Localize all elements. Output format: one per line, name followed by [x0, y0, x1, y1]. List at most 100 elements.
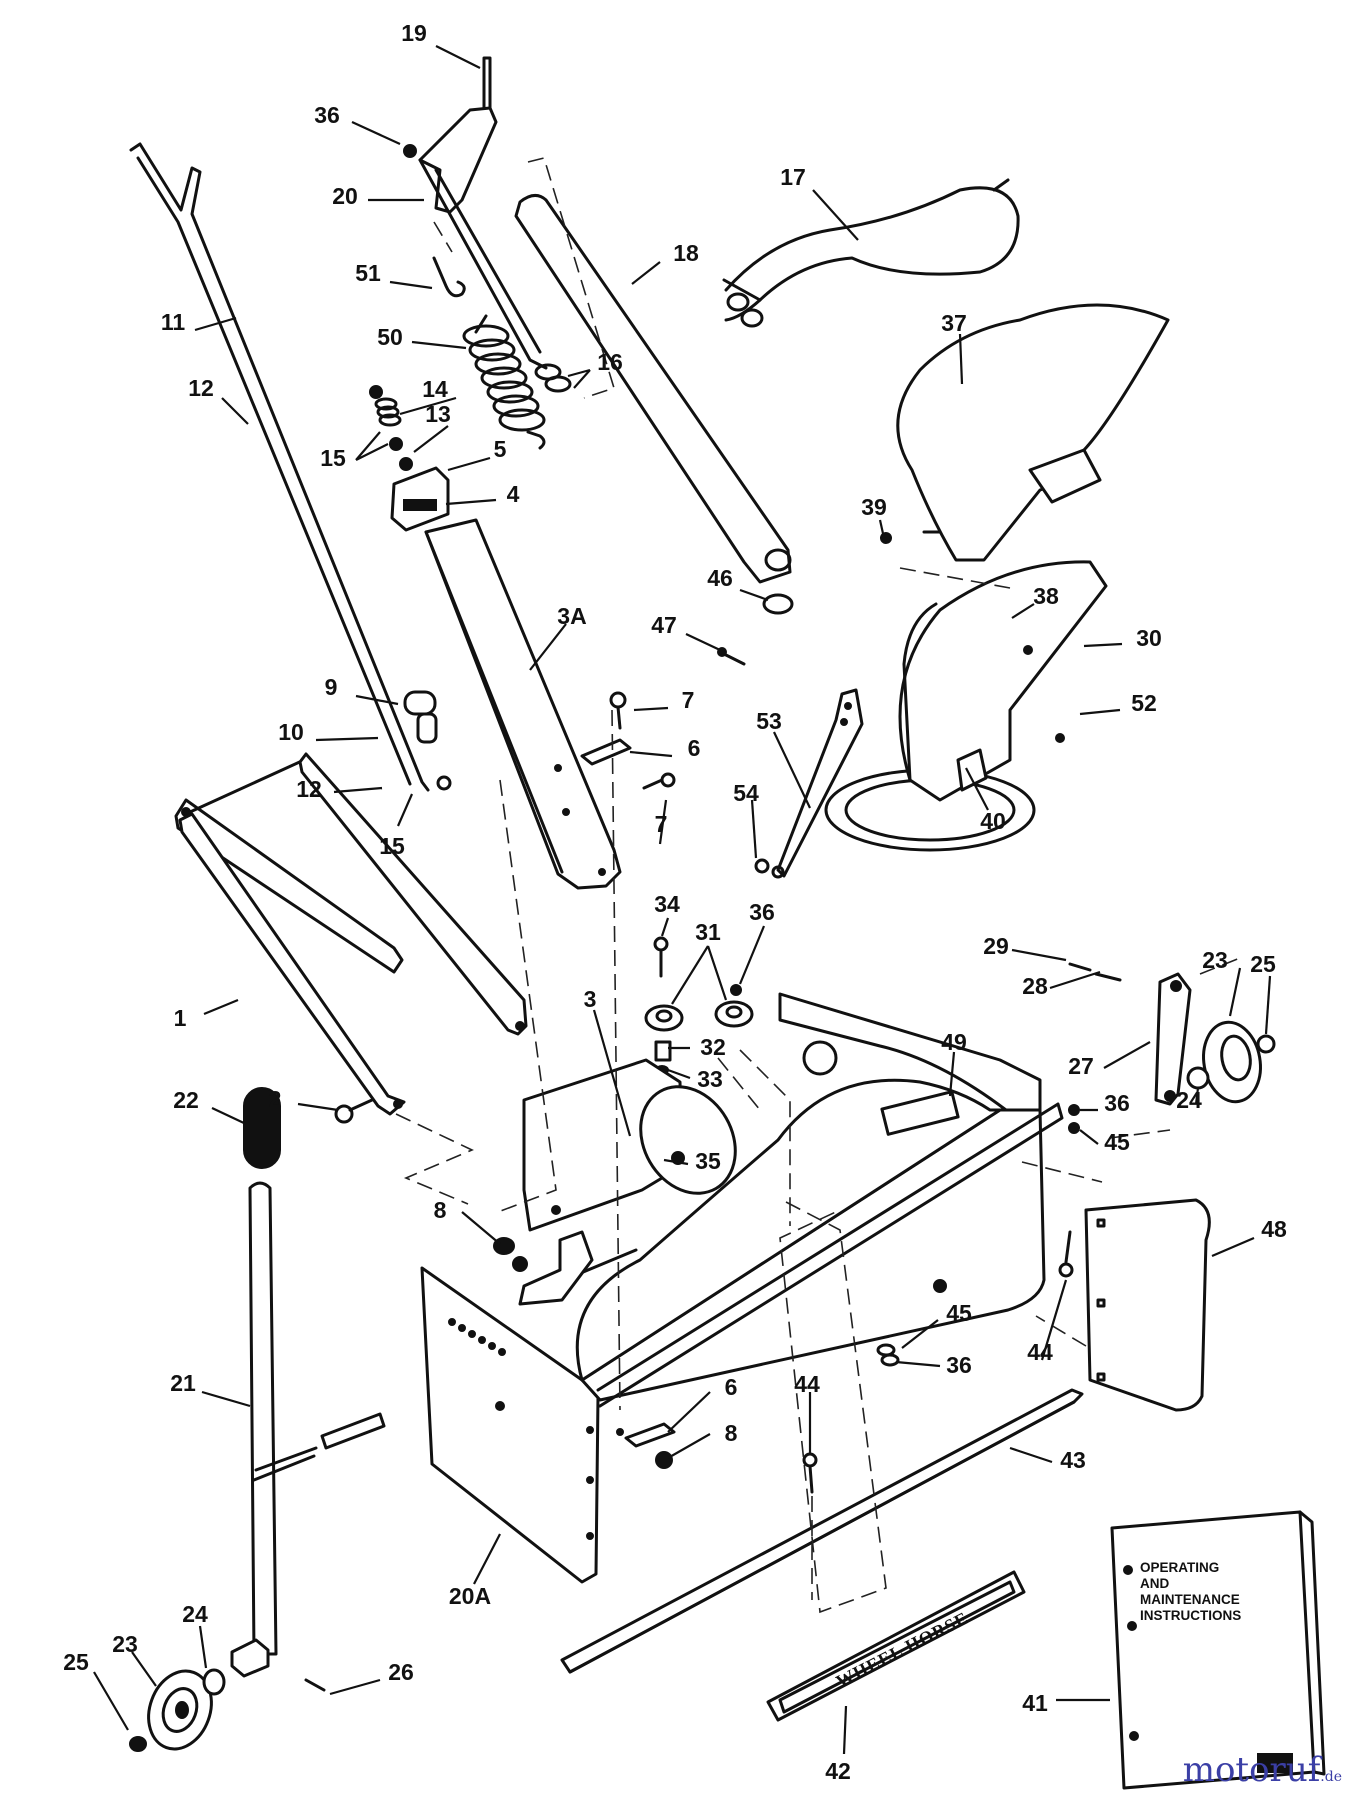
callout-22: 22	[173, 1087, 199, 1113]
callout-45: 45	[946, 1300, 972, 1326]
callout-50: 50	[377, 324, 403, 350]
callout-37: 37	[941, 310, 967, 336]
callout-53: 53	[756, 708, 782, 734]
callout-36: 36	[946, 1352, 972, 1378]
manual-line-2: AND	[1140, 1576, 1169, 1591]
callout-8: 8	[725, 1420, 738, 1446]
callout-31: 31	[695, 919, 721, 945]
decal-text: WHEEL HORSE	[833, 1608, 972, 1692]
callout-10: 10	[278, 719, 304, 745]
lever-bolt	[334, 1098, 374, 1124]
callout-19: 19	[401, 20, 427, 46]
handle-grip	[243, 1087, 281, 1169]
callout-12: 12	[188, 375, 214, 401]
callout-17: 17	[780, 164, 806, 190]
callout-36: 36	[1104, 1090, 1130, 1116]
callout-39: 39	[861, 494, 887, 520]
callout-29: 29	[983, 933, 1009, 959]
callout-27: 27	[1068, 1053, 1094, 1079]
scraper-blade	[560, 1388, 1084, 1674]
callout-13: 13	[425, 401, 451, 427]
callout-16: 16	[597, 349, 623, 375]
callout-15: 15	[320, 445, 346, 471]
callout-20a: 20A	[449, 1583, 491, 1609]
callout-52: 52	[1131, 690, 1157, 716]
callout-40: 40	[980, 808, 1006, 834]
callout-32: 32	[700, 1034, 726, 1060]
handle-rod	[129, 142, 452, 792]
manual-line-1: OPERATING	[1140, 1560, 1219, 1575]
callout-12: 12	[296, 776, 322, 802]
callout-44: 44	[1027, 1339, 1053, 1365]
callout-36: 36	[749, 899, 775, 925]
pulley-hardware	[644, 936, 754, 1075]
callout-35: 35	[695, 1148, 721, 1174]
watermark: motoruf.de	[1183, 1750, 1342, 1790]
callout-36: 36	[314, 102, 340, 128]
alignment-lines	[395, 157, 1241, 1614]
auger-housing	[420, 992, 1064, 1584]
callout-4: 4	[507, 481, 520, 507]
callout-3: 3	[584, 986, 597, 1012]
spring-assembly	[432, 256, 572, 450]
side-shield	[1058, 1198, 1211, 1412]
callout-6: 6	[725, 1374, 738, 1400]
callout-44: 44	[794, 1371, 820, 1397]
callout-24: 24	[182, 1601, 208, 1627]
chute-deflector	[896, 303, 1170, 562]
callout-26: 26	[388, 1659, 414, 1685]
watermark-brand: motoruf	[1182, 1750, 1321, 1790]
callout-49: 49	[941, 1029, 967, 1055]
callout-42: 42	[825, 1758, 851, 1784]
callout-3a: 3A	[557, 603, 586, 629]
callout-20: 20	[332, 183, 358, 209]
callout-46: 46	[707, 565, 733, 591]
callout-23: 23	[1202, 947, 1228, 973]
callout-25: 25	[63, 1649, 89, 1675]
callout-43: 43	[1060, 1447, 1086, 1473]
callout-11: 11	[161, 309, 186, 335]
callout-14: 14	[422, 376, 448, 402]
callout-28: 28	[1022, 973, 1048, 999]
callout-7: 7	[682, 687, 695, 713]
callout-23: 23	[112, 1631, 138, 1657]
leader-lines	[93, 45, 1272, 1755]
callout-labels: 1233A45667788910111212131415151617181920…	[63, 20, 1287, 1784]
manual-line-4: INSTRUCTIONS	[1140, 1608, 1241, 1623]
manual-line-3: MAINTENANCE	[1140, 1592, 1240, 1607]
callout-2: 2	[269, 1086, 282, 1112]
wheel-horse-decal: WHEEL HORSE	[766, 1570, 1026, 1722]
callout-9: 9	[325, 674, 338, 700]
callout-8: 8	[434, 1197, 447, 1223]
small-spring-assembly	[369, 385, 450, 532]
lift-lever-frame	[174, 752, 528, 1116]
callout-41: 41	[1022, 1690, 1048, 1716]
right-wheel-assembly	[1068, 962, 1276, 1134]
callout-51: 51	[355, 260, 381, 286]
upper-tube	[514, 194, 792, 584]
lower-hardware	[624, 1343, 900, 1469]
lower-tube	[424, 518, 622, 890]
discharge-chute	[754, 532, 1108, 879]
callout-54: 54	[733, 780, 759, 806]
callout-6: 6	[688, 735, 701, 761]
callout-33: 33	[697, 1066, 723, 1092]
callout-24: 24	[1176, 1087, 1202, 1113]
callout-45: 45	[1104, 1129, 1130, 1155]
watermark-tld: .de	[1320, 1769, 1342, 1785]
callout-21: 21	[170, 1370, 196, 1396]
control-cable	[722, 178, 1020, 328]
callout-38: 38	[1033, 583, 1059, 609]
wheel-support-arm	[129, 1181, 386, 1752]
callout-48: 48	[1261, 1216, 1287, 1242]
operating-manual: OPERATING AND MAINTENANCE INSTRUCTIONS	[1110, 1510, 1326, 1790]
callout-1: 1	[174, 1005, 187, 1031]
callout-15: 15	[379, 833, 405, 859]
callout-5: 5	[494, 436, 507, 462]
callout-34: 34	[654, 891, 680, 917]
callout-30: 30	[1136, 625, 1162, 651]
callout-7: 7	[655, 811, 668, 837]
small-hardware-upper	[580, 593, 794, 790]
callout-25: 25	[1250, 951, 1276, 977]
